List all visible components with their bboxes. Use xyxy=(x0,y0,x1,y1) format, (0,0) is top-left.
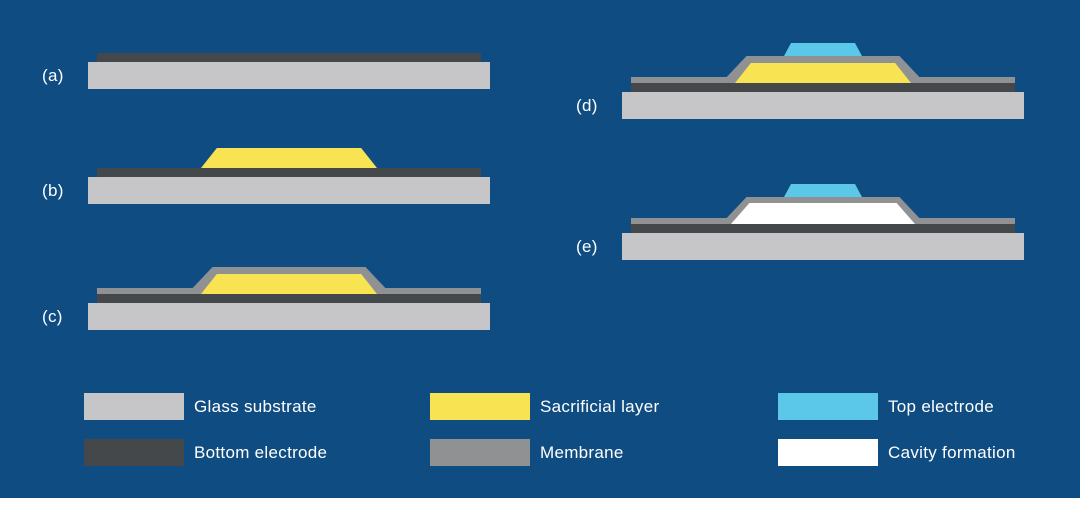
top-electrode-layer xyxy=(784,184,862,197)
legend-label: Sacrificial layer xyxy=(540,396,660,416)
panel-c: (c) xyxy=(42,250,490,330)
panel-label: (a) xyxy=(42,66,64,85)
legend-label: Membrane xyxy=(540,442,624,462)
glass-substrate-layer xyxy=(622,92,1024,119)
legend-swatch-top-electrode xyxy=(778,393,878,420)
panel-b: (b) xyxy=(42,124,490,204)
legend-item: Sacrificial layer xyxy=(430,393,659,420)
legend-label: Top electrode xyxy=(888,396,994,416)
sacrificial-layer xyxy=(735,63,911,83)
glass-substrate-layer xyxy=(622,233,1024,260)
glass-substrate-layer xyxy=(88,177,490,204)
panel-e: (e) xyxy=(576,180,1024,260)
bottom-electrode-layer xyxy=(97,168,481,177)
bottom-electrode-layer xyxy=(631,224,1015,233)
panel-label: (d) xyxy=(576,96,598,115)
legend-label: Glass substrate xyxy=(194,396,317,416)
bottom-electrode-layer xyxy=(631,83,1015,92)
legend-item: Glass substrate xyxy=(84,393,317,420)
panel-label: (c) xyxy=(42,307,63,326)
sacrificial-layer xyxy=(201,148,377,168)
panel-label: (e) xyxy=(576,237,598,256)
legend-item: Bottom electrode xyxy=(84,439,327,466)
glass-substrate-layer xyxy=(88,303,490,330)
bottom-electrode-layer xyxy=(97,53,481,62)
panel-a: (a) xyxy=(42,9,490,89)
legend-item: Top electrode xyxy=(778,393,994,420)
panel-d: (d) xyxy=(576,39,1024,119)
legend-swatch-cavity-formation xyxy=(778,439,878,466)
legend-item: Membrane xyxy=(430,439,624,466)
bottom-electrode-layer xyxy=(97,294,481,303)
glass-substrate-layer xyxy=(88,62,490,89)
bottom-border-strip xyxy=(0,498,1080,506)
legend-label: Bottom electrode xyxy=(194,442,328,462)
sacrificial-layer xyxy=(201,274,377,294)
legend-label: Cavity formation xyxy=(888,442,1016,462)
legend-swatch-membrane xyxy=(430,439,530,466)
legend-swatch-glass-substrate xyxy=(84,393,184,420)
cavity-layer xyxy=(731,203,915,224)
panel-label: (b) xyxy=(42,181,64,200)
top-electrode-layer xyxy=(784,43,862,56)
legend-item: Cavity formation xyxy=(778,439,1016,466)
legend-swatch-sacrificial-layer xyxy=(430,393,530,420)
legend-swatch-bottom-electrode xyxy=(84,439,184,466)
